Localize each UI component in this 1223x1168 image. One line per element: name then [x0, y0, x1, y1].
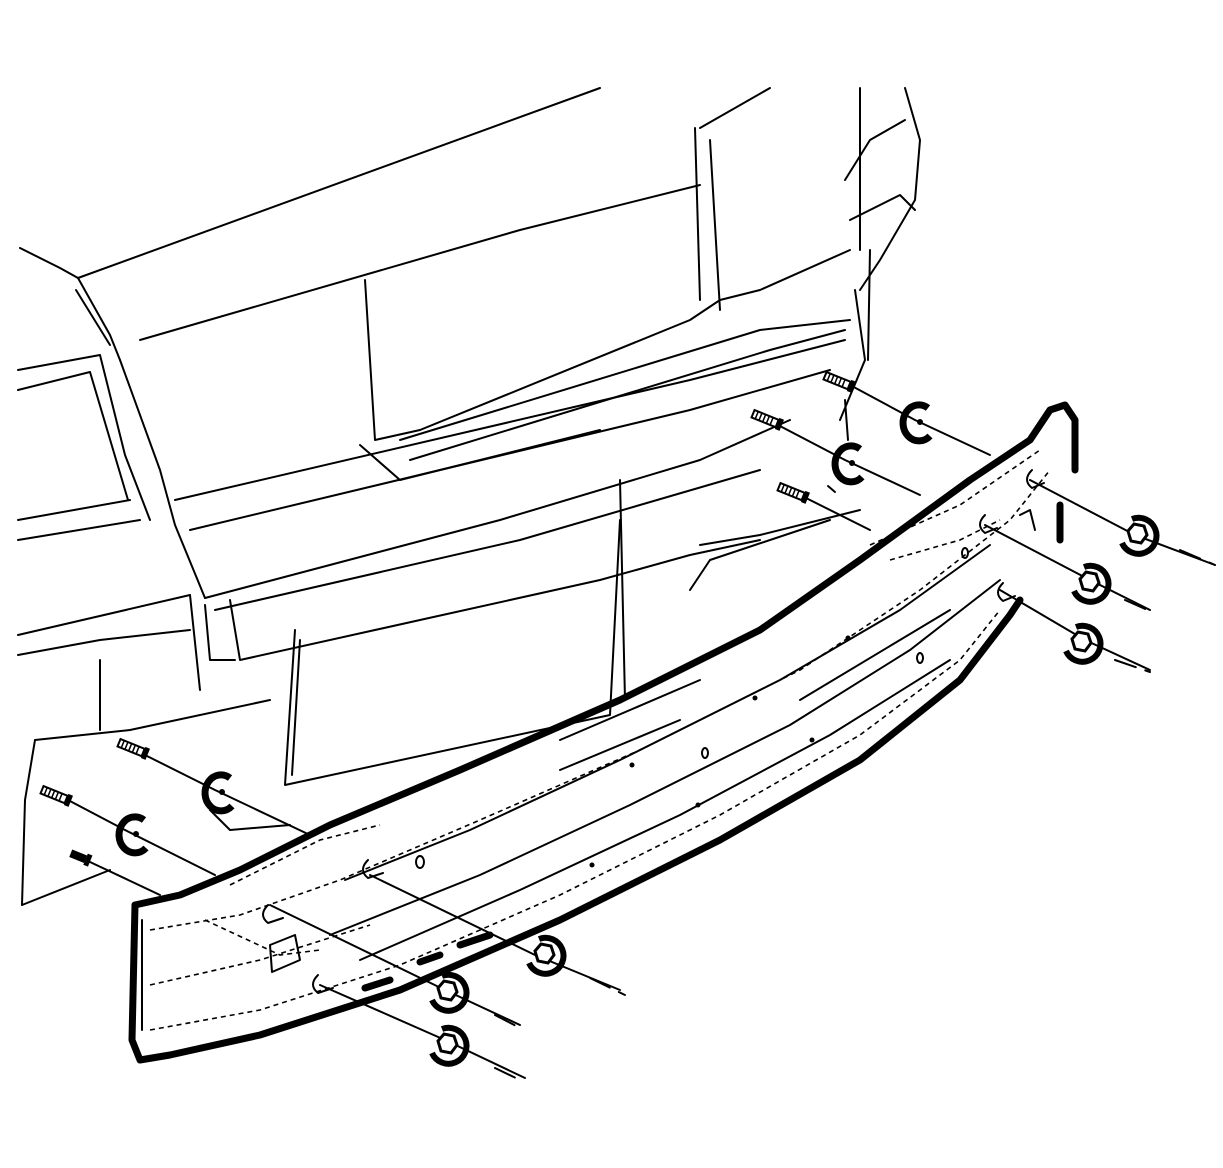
- retainer-clip-icon: [899, 401, 933, 445]
- centerline-group: [494, 485, 1216, 1081]
- retainer-clip-icon: [201, 771, 235, 815]
- nut-icon: [1119, 514, 1160, 557]
- bolt-icon: [776, 481, 811, 504]
- nut-icon: [526, 934, 567, 977]
- right-bolt-group: [750, 370, 857, 504]
- nut-icon: [429, 1024, 470, 1067]
- vehicle-body: [17, 87, 921, 906]
- retainer-clip-icon: [831, 442, 865, 486]
- nut-icon: [1071, 562, 1112, 605]
- bolt-icon: [69, 849, 93, 867]
- bolt-icon: [116, 737, 151, 760]
- nut-icon: [429, 971, 470, 1014]
- left-nut-group: [429, 934, 567, 1067]
- retainer-clip-icon: [115, 813, 149, 857]
- left-bolt-group: [39, 737, 151, 867]
- right-nut-group: [1063, 514, 1160, 665]
- bolt-icon: [750, 408, 785, 431]
- retainer-clip-group: [115, 401, 933, 857]
- bolt-icon: [822, 370, 857, 393]
- leader-lines: [67, 384, 1216, 1079]
- impact-bar-icon: [128, 401, 1079, 1064]
- nut-icon: [1063, 622, 1104, 665]
- bolt-icon: [39, 784, 74, 807]
